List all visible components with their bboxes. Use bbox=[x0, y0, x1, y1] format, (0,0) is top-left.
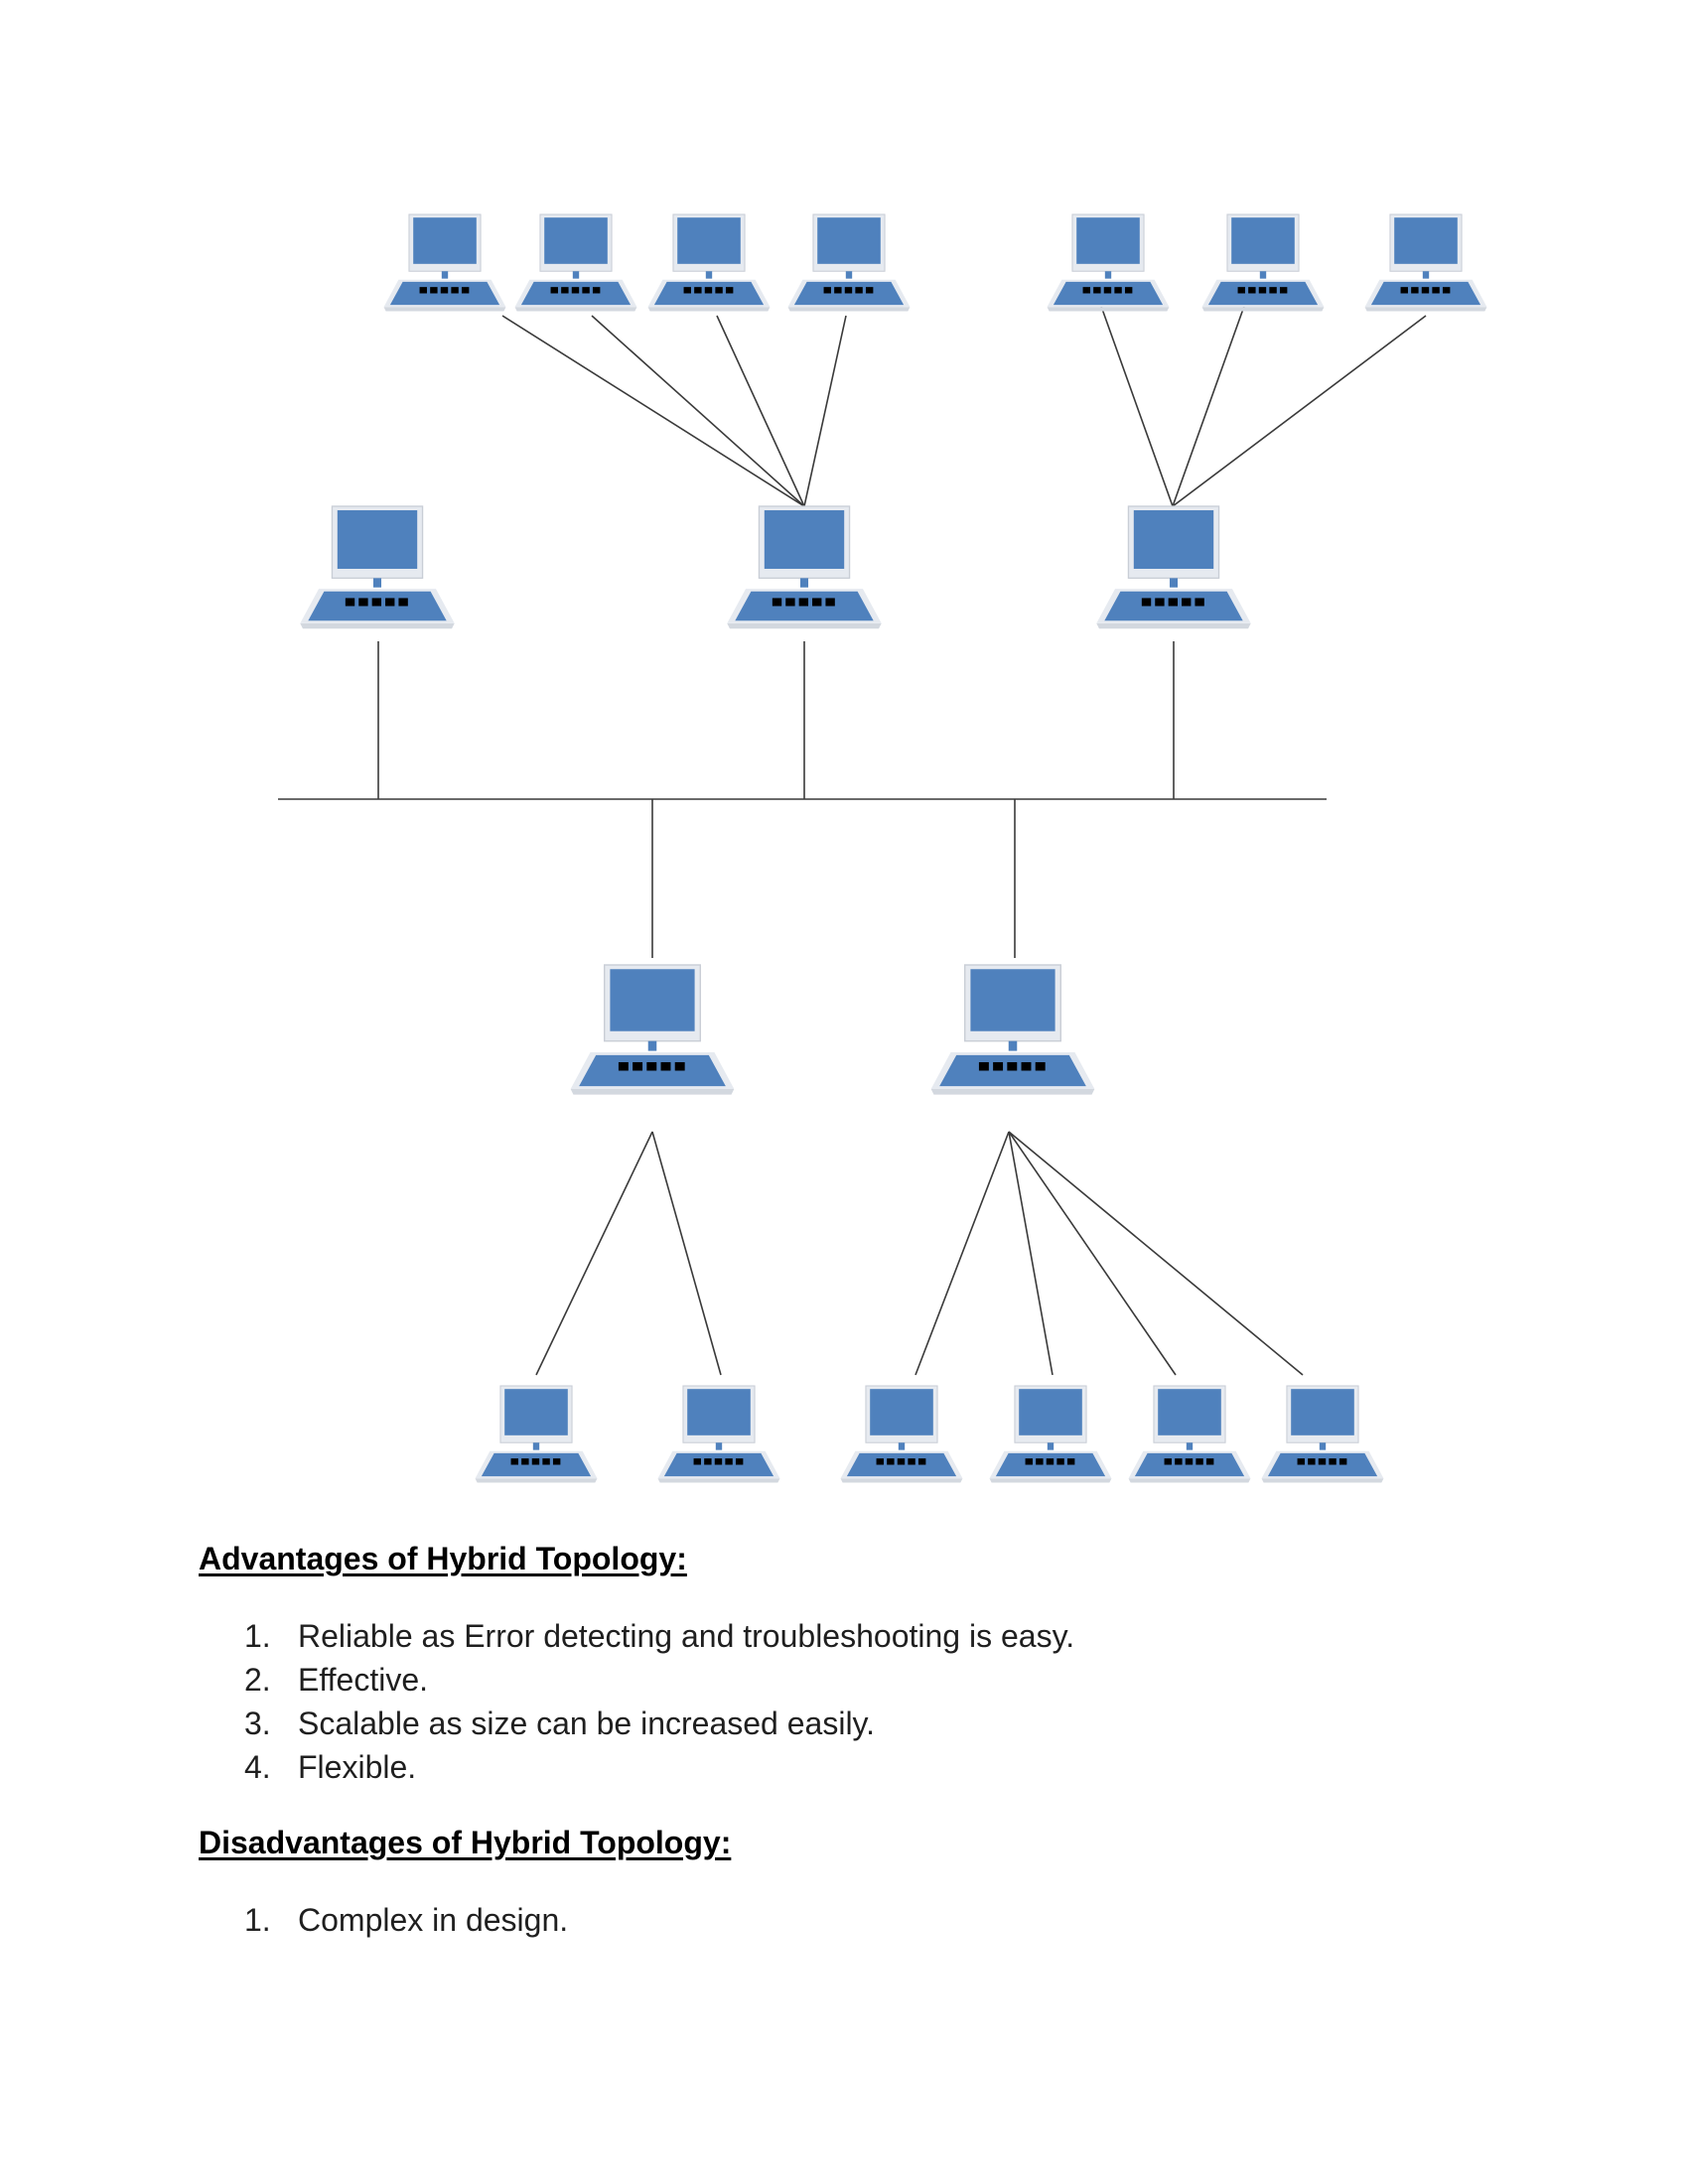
computer-icon bbox=[570, 964, 735, 1095]
connection-line bbox=[1172, 297, 1248, 507]
list-text: Scalable as size can be increased easily… bbox=[298, 1706, 876, 1741]
disadvantages-list: 1. Complex in design. bbox=[199, 1898, 568, 1942]
computer-icon bbox=[787, 213, 911, 312]
list-number: 1. bbox=[244, 1902, 271, 1938]
computer-icon bbox=[1261, 1385, 1384, 1483]
list-text: Complex in design. bbox=[298, 1902, 569, 1938]
computer-icon bbox=[840, 1385, 963, 1483]
list-item: 1. Reliable as Error detecting and troubl… bbox=[199, 1614, 1074, 1658]
list-item: 2. Effective. bbox=[199, 1658, 1074, 1702]
disadvantages-heading: Disadvantages of Hybrid Topology: bbox=[199, 1825, 732, 1860]
computer-icon bbox=[647, 213, 771, 312]
computer-icon bbox=[383, 213, 506, 312]
computer-icon bbox=[930, 964, 1095, 1095]
list-number: 1. bbox=[244, 1618, 271, 1654]
list-number: 4. bbox=[244, 1749, 271, 1785]
computer-icon bbox=[1096, 505, 1251, 629]
connection-line bbox=[1172, 315, 1427, 507]
connection-line bbox=[651, 1131, 722, 1376]
connection-line bbox=[535, 1131, 653, 1376]
computer-icon bbox=[514, 213, 637, 312]
list-number: 2. bbox=[244, 1662, 271, 1698]
list-item: 1. Complex in design. bbox=[199, 1898, 568, 1942]
connection-line bbox=[803, 315, 847, 507]
connection-line bbox=[1097, 297, 1174, 507]
connection-line bbox=[1008, 1131, 1177, 1376]
connection-line bbox=[501, 315, 805, 507]
computer-icon bbox=[989, 1385, 1112, 1483]
connection-line bbox=[1008, 1131, 1054, 1376]
computer-icon bbox=[1047, 213, 1170, 312]
list-text: Flexible. bbox=[298, 1749, 417, 1785]
list-item: 4. Flexible. bbox=[199, 1745, 1074, 1789]
computer-icon bbox=[657, 1385, 780, 1483]
computer-icon bbox=[1364, 213, 1487, 312]
computer-icon bbox=[300, 505, 455, 629]
advantages-heading: Advantages of Hybrid Topology: bbox=[199, 1541, 687, 1576]
computer-icon bbox=[727, 505, 882, 629]
connection-line bbox=[914, 1131, 1010, 1376]
connection-line bbox=[716, 315, 805, 507]
list-item: 3. Scalable as size can be increased easi… bbox=[199, 1702, 1074, 1745]
computer-icon bbox=[1201, 213, 1325, 312]
computer-icon bbox=[475, 1385, 598, 1483]
advantages-list: 1. Reliable as Error detecting and troubl… bbox=[199, 1614, 1074, 1789]
connection-line bbox=[591, 315, 805, 507]
connection-line bbox=[1008, 1131, 1304, 1376]
list-text: Reliable as Error detecting and troubles… bbox=[298, 1618, 1075, 1654]
hybrid-topology-diagram bbox=[278, 213, 1487, 1483]
computer-icon bbox=[1128, 1385, 1251, 1483]
list-text: Effective. bbox=[298, 1662, 429, 1698]
list-number: 3. bbox=[244, 1706, 271, 1741]
